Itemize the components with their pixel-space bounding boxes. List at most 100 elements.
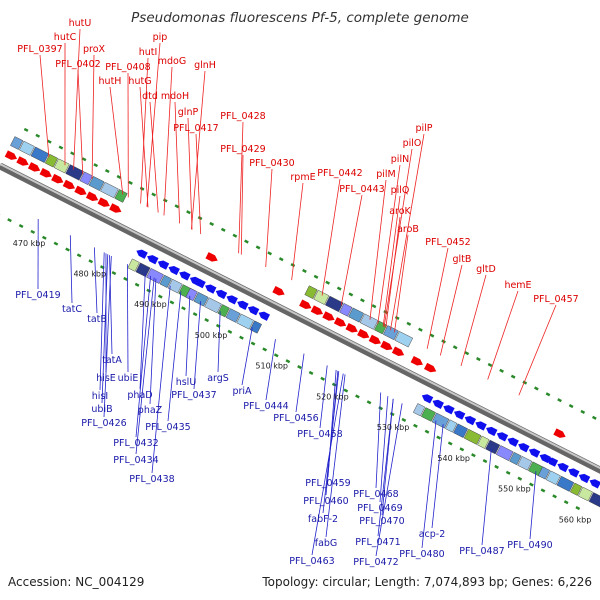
tick-mark (592, 415, 597, 420)
forward-gene-label: PFL_0428 (220, 111, 265, 122)
reverse-gene-block (420, 407, 436, 422)
reverse-gene-arrow (432, 399, 444, 409)
reverse-gene-label: tatA (102, 355, 122, 366)
forward-gene-arrow (272, 285, 285, 296)
reverse-leader-line (295, 353, 305, 413)
forward-leader-line (187, 117, 193, 230)
forward-leader-line (139, 86, 149, 208)
reverse-gene-arrow (528, 448, 541, 458)
tick-mark (471, 453, 476, 458)
tick-mark (255, 245, 261, 250)
reverse-leader-line (151, 285, 171, 474)
reverse-gene-label: PFL_0458 (297, 429, 342, 440)
reverse-leader-line (241, 327, 253, 386)
reverse-gene-block (135, 262, 151, 278)
forward-gene-label: mdoG (158, 56, 186, 67)
forward-leader-line (163, 66, 173, 216)
reverse-leader-line (377, 398, 394, 537)
forward-gene-arrow (345, 323, 358, 333)
reverse-gene-label: PFL_0435 (145, 422, 190, 433)
forward-gene-arrow (333, 317, 347, 327)
genome-summary-text: Topology: circular; Length: 7,074,893 bp… (261, 575, 592, 589)
tick-mark (343, 388, 349, 393)
forward-leader-line (190, 70, 206, 230)
forward-leader-line (460, 274, 487, 367)
reverse-gene-label: PFL_0460 (303, 496, 348, 507)
forward-leader-line (149, 101, 159, 213)
tick-mark (429, 333, 435, 338)
reverse-gene-arrow (237, 300, 249, 310)
forward-gene-block (313, 289, 330, 305)
tick-mark (262, 347, 268, 352)
reverse-gene-arrow (258, 311, 271, 321)
reverse-gene-block (453, 423, 469, 439)
tick-mark (181, 306, 186, 311)
reverse-leader-line (217, 311, 221, 373)
tick-mark (76, 253, 82, 258)
reverse-gene-arrow (453, 410, 466, 420)
reverse-gene-label: ubiE (118, 373, 139, 384)
forward-leader-line (77, 69, 84, 175)
reverse-leader-line (311, 373, 344, 556)
tick-mark (308, 370, 314, 375)
forward-gene-arrow (4, 150, 18, 160)
reverse-gene-block (217, 304, 230, 318)
tick-mark (123, 276, 128, 281)
tick-mark (134, 282, 140, 287)
reverse-leader-line (421, 420, 437, 549)
forward-gene-arrow (16, 156, 29, 166)
tick-mark (348, 292, 354, 297)
reverse-gene-arrow (507, 437, 519, 447)
tick-mark (227, 329, 233, 334)
reverse-leader-line (379, 396, 389, 503)
reverse-gene-block (167, 278, 183, 294)
reverse-leader-line (93, 247, 98, 314)
forward-gene-label: pilM (376, 169, 396, 180)
reverse-gene-block (485, 439, 501, 455)
forward-gene-label: hutC (54, 32, 77, 43)
reverse-gene-arrow (589, 479, 600, 489)
forward-gene-arrow (62, 179, 76, 190)
forward-leader-line (238, 121, 244, 254)
forward-gene-label: PFL_0442 (317, 168, 362, 179)
reverse-gene-block (509, 451, 522, 466)
reverse-gene-arrow (168, 265, 180, 276)
reverse-gene-label: PFL_0463 (289, 556, 334, 567)
reverse-gene-block (431, 412, 450, 429)
tick-mark (545, 392, 551, 397)
forward-gene-arrow (299, 299, 312, 310)
forward-gene-block (304, 285, 318, 300)
reverse-leader-line (139, 273, 146, 390)
reverse-leader-line (167, 291, 182, 422)
tick-mark (320, 376, 326, 381)
forward-gene-label: mdoH (161, 91, 189, 102)
tick-mark (146, 288, 152, 293)
reverse-gene-label: PFL_0438 (129, 474, 174, 485)
tick-mark (302, 268, 307, 273)
tick-mark (232, 233, 238, 238)
kbp-scale-label: 500 kbp (195, 331, 228, 340)
tick-mark (459, 447, 465, 452)
forward-gene-label: pilO (403, 138, 422, 149)
reverse-gene-arrow (518, 443, 530, 453)
tick-mark (128, 180, 133, 185)
tick-mark (563, 500, 569, 505)
forward-gene-label: hutG (128, 76, 151, 87)
forward-gene-block (100, 181, 119, 199)
tick-mark (418, 327, 423, 332)
reverse-gene-label: PFL_0471 (355, 537, 400, 548)
forward-gene-arrow (27, 162, 41, 172)
reverse-leader-line (126, 264, 129, 373)
tick-mark (540, 488, 546, 493)
forward-gene-label: PFL_0430 (249, 158, 294, 169)
tick-mark (111, 271, 117, 276)
reverse-gene-arrow (136, 249, 148, 259)
forward-leader-line (140, 57, 149, 204)
reverse-gene-arrow (147, 255, 159, 265)
reverse-gene-block (545, 470, 561, 486)
tick-mark (487, 362, 493, 367)
reverse-leader-line (322, 371, 340, 514)
reverse-gene-label: PFL_0470 (359, 516, 404, 527)
